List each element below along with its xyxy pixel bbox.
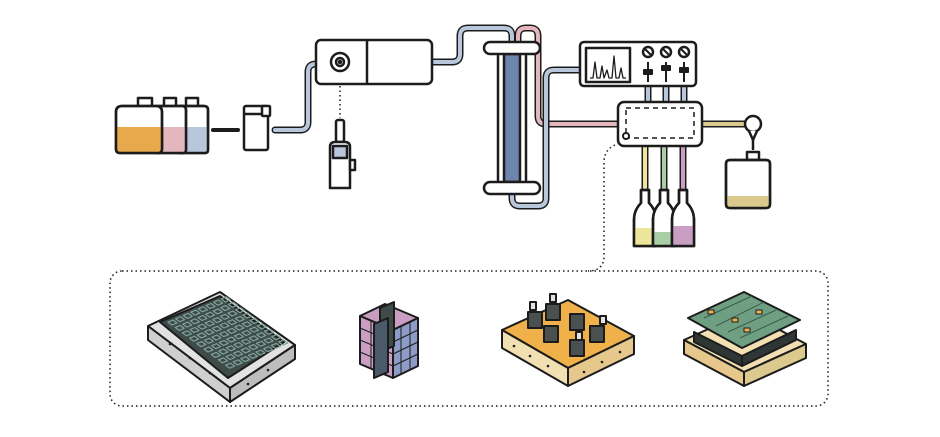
well: [196, 332, 207, 339]
callout-dotted-line: [587, 144, 616, 272]
well: [248, 335, 259, 342]
well: [233, 341, 244, 349]
well: [182, 321, 193, 328]
well: [241, 329, 252, 337]
cube-stack-module: [359, 301, 419, 379]
well: [225, 362, 236, 369]
solvent-bottle-orange: [114, 96, 164, 155]
pump: [242, 104, 272, 152]
well: [212, 308, 223, 315]
well: [271, 334, 282, 341]
well: [255, 340, 266, 347]
well: [255, 349, 266, 356]
well: [249, 317, 260, 325]
well: [205, 302, 216, 310]
well: [241, 338, 252, 345]
detector-controller: [578, 40, 698, 88]
well-plate-array: [147, 291, 296, 403]
well: [234, 315, 245, 322]
well: [234, 324, 245, 331]
well: [263, 328, 274, 335]
well: [233, 333, 244, 340]
well: [204, 320, 215, 327]
well: [226, 327, 237, 334]
well: [174, 324, 185, 331]
well: [270, 342, 281, 349]
well: [218, 348, 229, 355]
well: [218, 339, 229, 346]
well: [189, 318, 200, 325]
chromatography-column: [482, 40, 542, 196]
well: [189, 326, 200, 334]
well: [256, 323, 267, 330]
well: [242, 312, 253, 319]
well: [220, 296, 231, 303]
well: [233, 350, 244, 357]
syringe: [328, 118, 357, 190]
well: [203, 337, 214, 344]
well: [182, 312, 193, 319]
well: [227, 301, 238, 308]
detail-panel: [109, 270, 829, 407]
well: [227, 310, 238, 317]
microfluidic-chip-board: [501, 293, 635, 387]
well: [241, 321, 252, 328]
well: [197, 306, 208, 313]
well: [175, 316, 186, 323]
chromatogram-peaks: [590, 55, 626, 79]
well: [211, 343, 222, 350]
well: [225, 345, 236, 352]
well: [211, 334, 222, 341]
slider-handle-icon: [643, 69, 653, 75]
well: [256, 332, 267, 339]
solvent-bottles: [114, 96, 210, 155]
well: [197, 323, 208, 330]
well: [240, 347, 251, 354]
well: [181, 330, 192, 337]
well: [263, 337, 274, 344]
circuit-board-module: [683, 291, 807, 387]
well: [190, 309, 201, 316]
slider-handle-icon: [679, 67, 689, 73]
well: [220, 305, 231, 312]
well: [227, 319, 238, 326]
well: [232, 359, 243, 366]
well: [235, 307, 246, 314]
well: [212, 317, 223, 324]
well: [189, 335, 200, 342]
well: [219, 322, 230, 329]
slider-controls: [643, 62, 689, 82]
waste-collection: [724, 114, 772, 210]
well: [225, 353, 236, 361]
wells: [167, 296, 289, 369]
well: [278, 339, 289, 346]
fraction-splitter: [616, 100, 704, 148]
valve-icon: [743, 114, 763, 134]
well: [248, 344, 259, 351]
well: [204, 329, 215, 336]
well: [226, 336, 237, 343]
well: [197, 314, 208, 322]
well: [217, 357, 228, 364]
well: [203, 346, 214, 353]
well: [219, 313, 230, 320]
control-knobs: [641, 45, 691, 59]
well: [210, 351, 221, 358]
well: [205, 311, 216, 318]
well: [213, 299, 224, 306]
well: [263, 346, 274, 353]
well: [167, 319, 178, 326]
well: [211, 325, 222, 332]
well: [196, 341, 207, 348]
well: [247, 352, 258, 359]
well: [249, 326, 260, 333]
well: [240, 356, 251, 363]
fraction-bottle-purple: [670, 188, 696, 248]
well: [219, 331, 230, 338]
injector: [314, 38, 434, 86]
slider-handle-icon: [661, 65, 671, 71]
fraction-bottles: [632, 188, 696, 248]
